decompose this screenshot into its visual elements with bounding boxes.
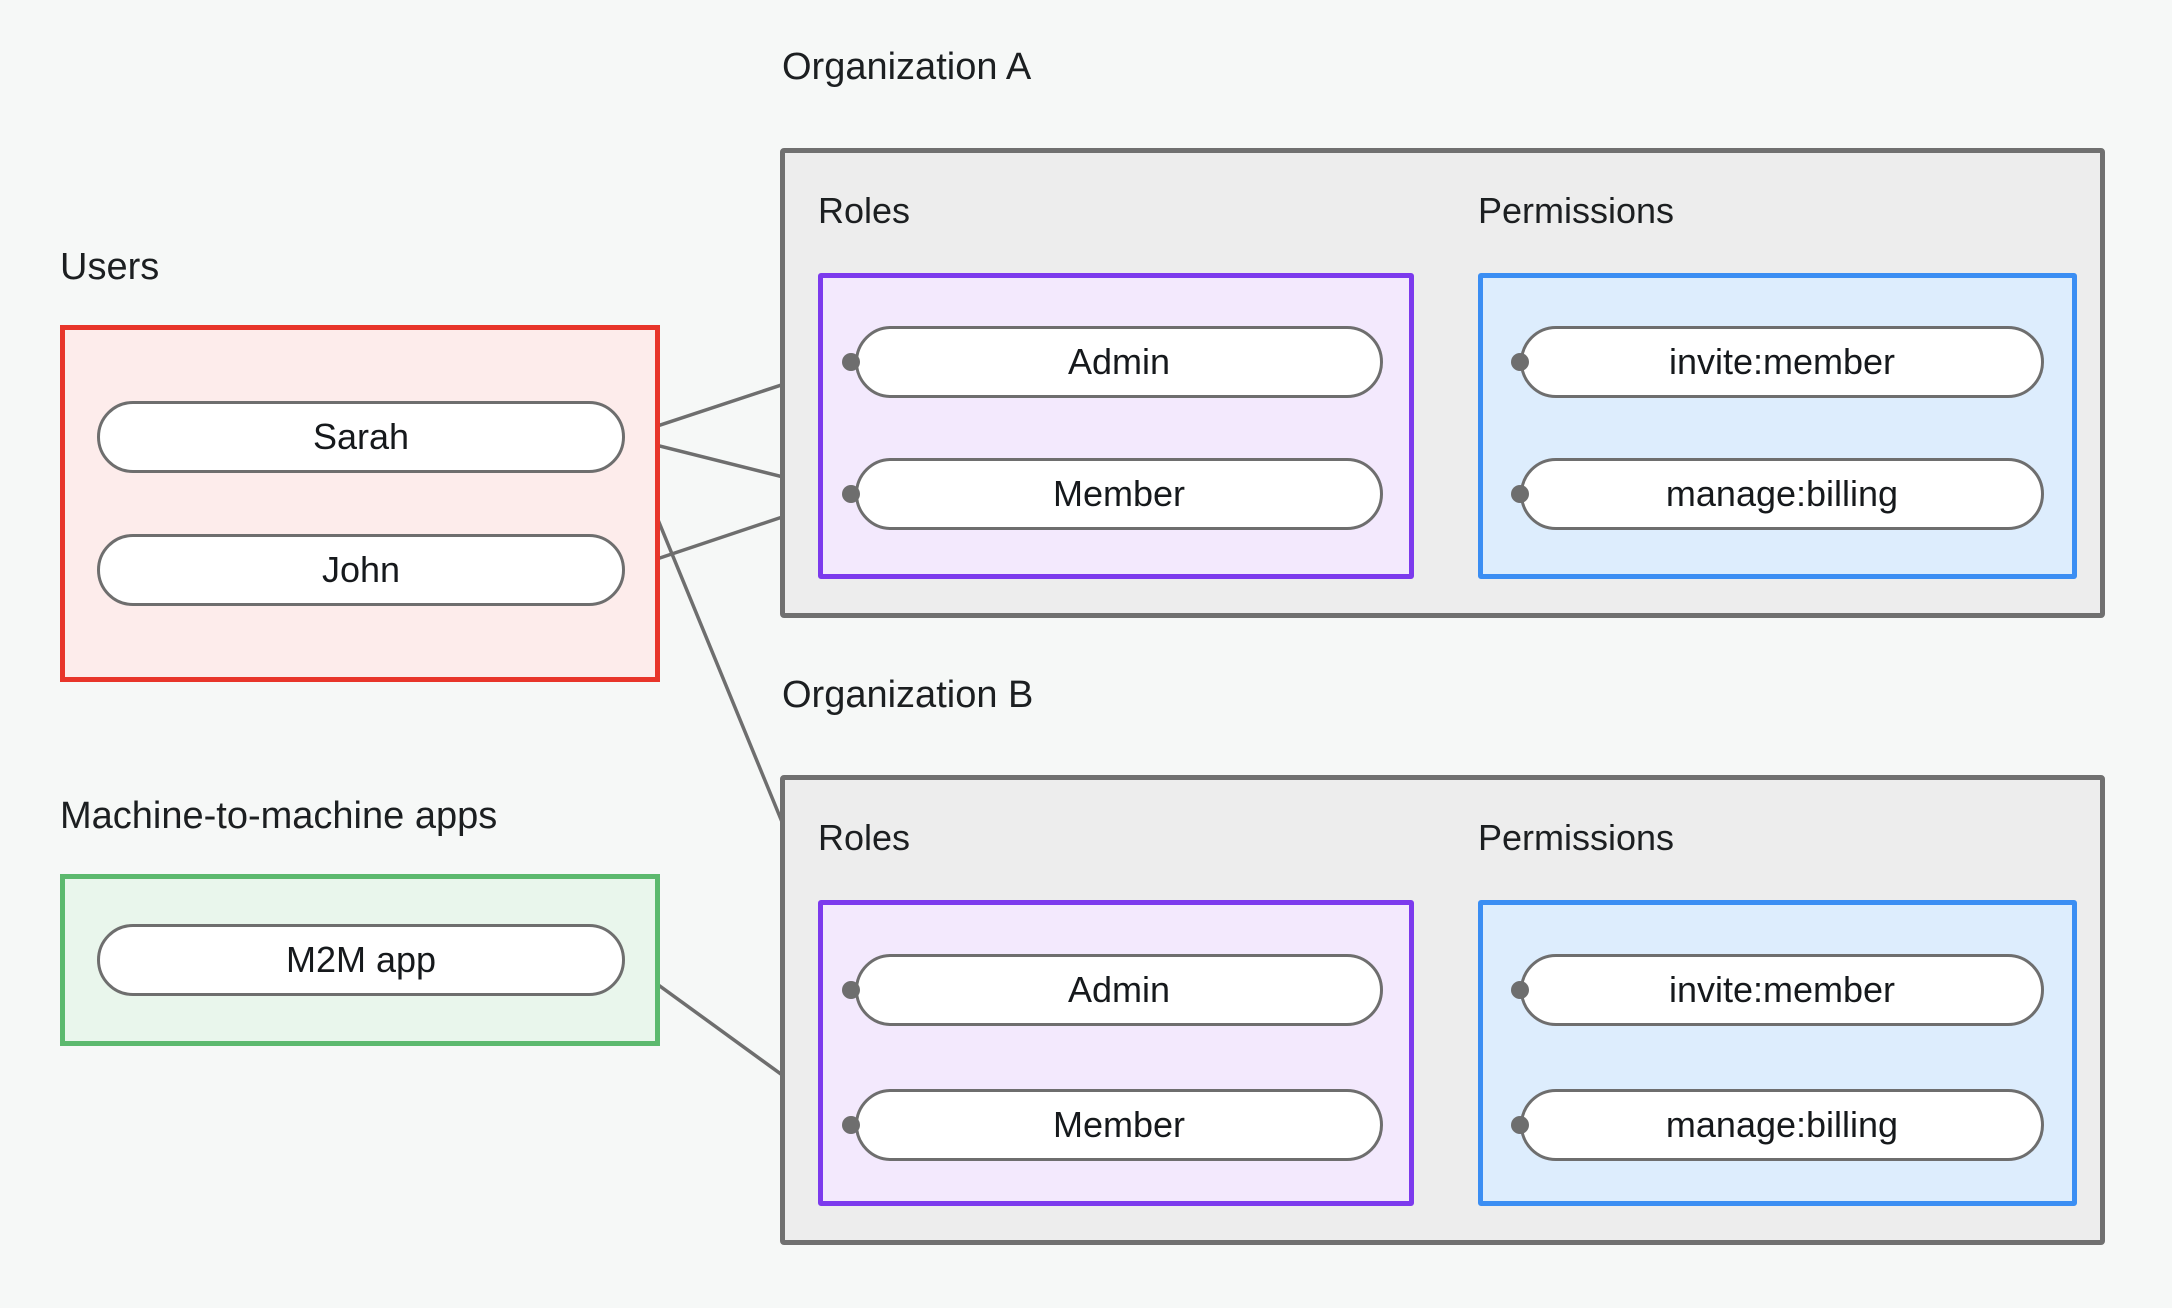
org-b-permission-manage-billing[interactable]: manage:billing xyxy=(1520,1089,2044,1161)
org-a-roles-label: Roles xyxy=(818,190,911,231)
org-b-permissions-label: Permissions xyxy=(1478,817,1675,858)
m2m-group-title: Machine-to-machine apps xyxy=(60,795,498,837)
connector-dot-admin-b-in xyxy=(842,981,860,999)
connector-dot-invite-a-in xyxy=(1511,353,1529,371)
org-b-permission-invite-member[interactable]: invite:member xyxy=(1520,954,2044,1026)
connector-dot-billing-a-in xyxy=(1511,485,1529,503)
user-node-sarah[interactable]: Sarah xyxy=(97,401,625,473)
connector-dot-billing-b-in xyxy=(1511,1116,1529,1134)
connector-dot-member-b-in xyxy=(842,1116,860,1134)
users-container xyxy=(60,325,660,682)
org-a-title: Organization A xyxy=(782,46,1032,88)
org-a-role-admin[interactable]: Admin xyxy=(855,326,1383,398)
org-a-permission-invite-member[interactable]: invite:member xyxy=(1520,326,2044,398)
org-a-permission-manage-billing[interactable]: manage:billing xyxy=(1520,458,2044,530)
users-group-title: Users xyxy=(60,246,160,288)
connector-dot-member-a-in xyxy=(842,485,860,503)
connector-dot-admin-a-in xyxy=(842,353,860,371)
org-a-role-member[interactable]: Member xyxy=(855,458,1383,530)
org-a-roles-box xyxy=(818,273,1414,579)
m2m-node-app[interactable]: M2M app xyxy=(97,924,625,996)
org-a-permissions-label: Permissions xyxy=(1478,190,1675,231)
org-b-roles-label: Roles xyxy=(818,817,911,858)
org-b-role-admin[interactable]: Admin xyxy=(855,954,1383,1026)
connector-dot-invite-b-in xyxy=(1511,981,1529,999)
org-b-title: Organization B xyxy=(782,674,1034,716)
org-a-permissions-box xyxy=(1478,273,2077,579)
user-node-john[interactable]: John xyxy=(97,534,625,606)
org-b-role-member[interactable]: Member xyxy=(855,1089,1383,1161)
